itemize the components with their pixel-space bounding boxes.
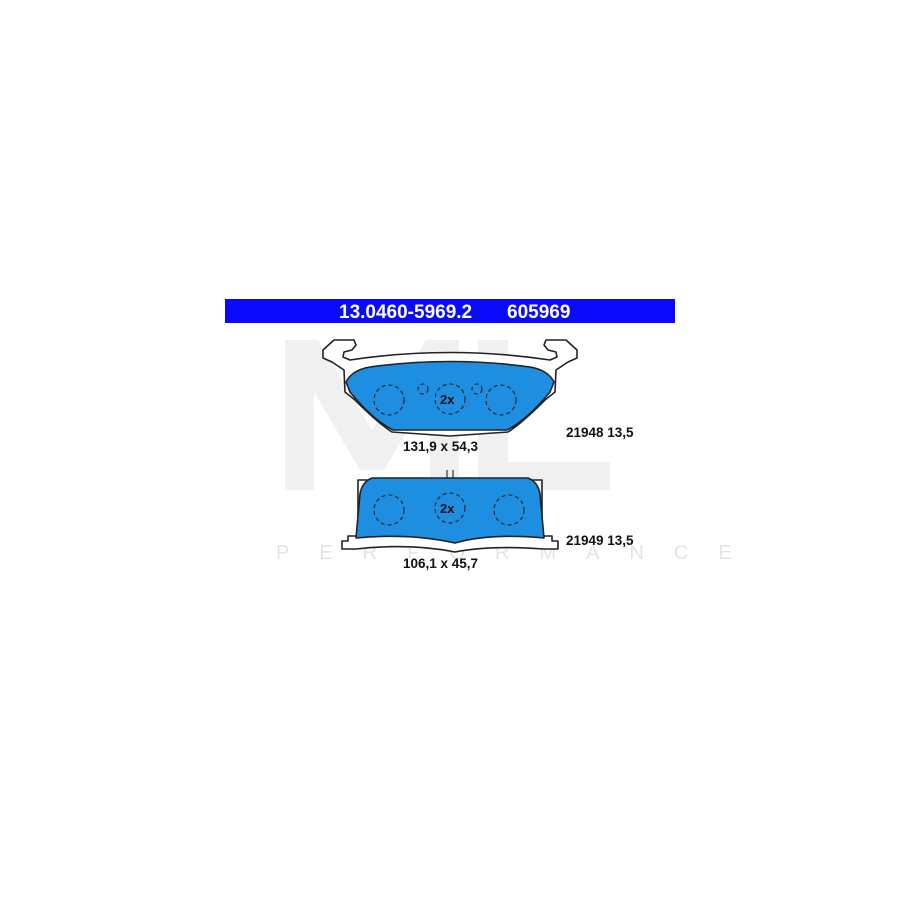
lower-pad-rivet-center: [434, 492, 466, 524]
upper-pad-dimensions: 131,9 x 54,3: [403, 439, 479, 454]
upper-pad-pin-right: [471, 383, 483, 395]
upper-pad-code: 21948 13,5: [566, 425, 634, 440]
upper-pad-rivet-right: [485, 384, 517, 416]
header-background: [225, 299, 675, 323]
upper-friction-pad: [345, 360, 555, 431]
upper-brake-pad: 2x 131,9 x 54,3 21948 13,5: [322, 339, 634, 454]
lower-pad-dimensions: 106,1 x 45,7: [403, 556, 478, 571]
upper-pad-rivet-center: [434, 383, 466, 415]
lower-pad-notch: [446, 470, 454, 478]
lower-pad-code: 21949 13,5: [566, 533, 634, 548]
watermark-tagline: PERFORMANCE: [276, 542, 762, 564]
upper-pad-pin-left: [417, 383, 429, 395]
upper-pad-rivet-left: [373, 384, 405, 416]
lower-friction-pad: [355, 477, 545, 544]
header-bar: 13.0460-5969.2 605969: [225, 299, 675, 323]
upper-pad-quantity: 2x: [440, 392, 455, 407]
lower-pad-rivet-right: [493, 494, 525, 526]
part-number: 13.0460-5969.2: [339, 302, 472, 323]
short-part-number: 605969: [507, 302, 570, 323]
lower-brake-pad: 2x 106,1 x 45,7 21949 13,5: [341, 470, 634, 571]
lower-pad-rivet-left: [373, 494, 405, 526]
lower-pad-quantity: 2x: [440, 501, 455, 516]
